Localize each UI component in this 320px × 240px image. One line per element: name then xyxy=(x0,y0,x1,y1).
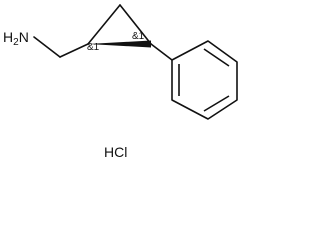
chemical-structure: H2N &1 &1 HCl xyxy=(3,4,238,160)
bonds xyxy=(33,4,173,61)
bond-c2-c3 xyxy=(119,4,152,45)
amine-label: H2N xyxy=(3,29,29,48)
stereo-label-c1: &1 xyxy=(87,42,100,53)
stereo-label-c3: &1 xyxy=(132,31,145,42)
bond-c3-ipso xyxy=(150,43,173,61)
bond-n-ch2 xyxy=(33,36,61,58)
phenyl-ring xyxy=(171,40,238,120)
wedge-bond-c1-c3 xyxy=(88,40,151,48)
bond-ch2-c1 xyxy=(59,43,89,58)
salt-label: HCl xyxy=(104,144,127,160)
bond-c1-c2 xyxy=(87,4,121,45)
